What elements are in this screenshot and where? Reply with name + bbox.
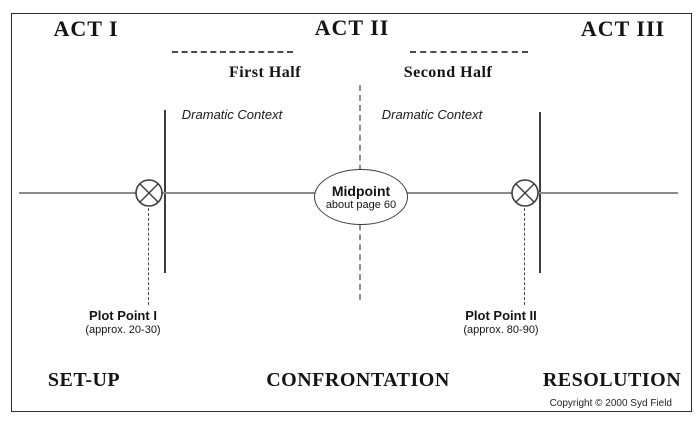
midpoint-subtitle: about page 60 [325, 198, 397, 211]
second-half-label: Second Half [403, 64, 493, 81]
plot-point-1-circled-x-icon [135, 179, 163, 207]
second-half-overline-dashed [410, 51, 528, 53]
plot-point-1-subtitle: (approx. 20-30) [85, 324, 161, 337]
stage-resolution-label: RESOLUTION [542, 369, 682, 391]
copyright-notice: Copyright © 2000 Syd Field [549, 398, 672, 409]
plot-point-1-title: Plot Point I [89, 308, 157, 323]
diagram-border [11, 13, 692, 412]
plot-point-2-title: Plot Point II [465, 308, 537, 323]
midpoint-bubble: Midpoint about page 60 [314, 169, 408, 225]
act-3-title: ACT III [580, 16, 666, 41]
act-1-boundary-line [164, 110, 166, 273]
act-1-title: ACT I [53, 16, 119, 41]
stage-setup-label: SET-UP [47, 369, 121, 391]
plot-point-2-subtitle: (approx. 80-90) [463, 324, 539, 337]
plot-point-2-circled-x-icon [511, 179, 539, 207]
dramatic-context-second-half: Dramatic Context [381, 107, 483, 122]
stage-confrontation-label: CONFRONTATION [266, 369, 450, 391]
midpoint-title: Midpoint [331, 182, 391, 199]
plot-point-2-label-group: Plot Point II (approx. 80-90) [463, 308, 538, 338]
first-half-label: First Half [228, 64, 302, 81]
act-2-title: ACT II [314, 15, 390, 40]
first-half-overline-dashed [172, 51, 293, 53]
plot-point-2-leader-line [524, 208, 525, 305]
plot-point-1-label-group: Plot Point I (approx. 20-30) [85, 308, 160, 338]
plot-point-1-leader-line [148, 208, 149, 305]
dramatic-context-first-half: Dramatic Context [181, 107, 283, 122]
